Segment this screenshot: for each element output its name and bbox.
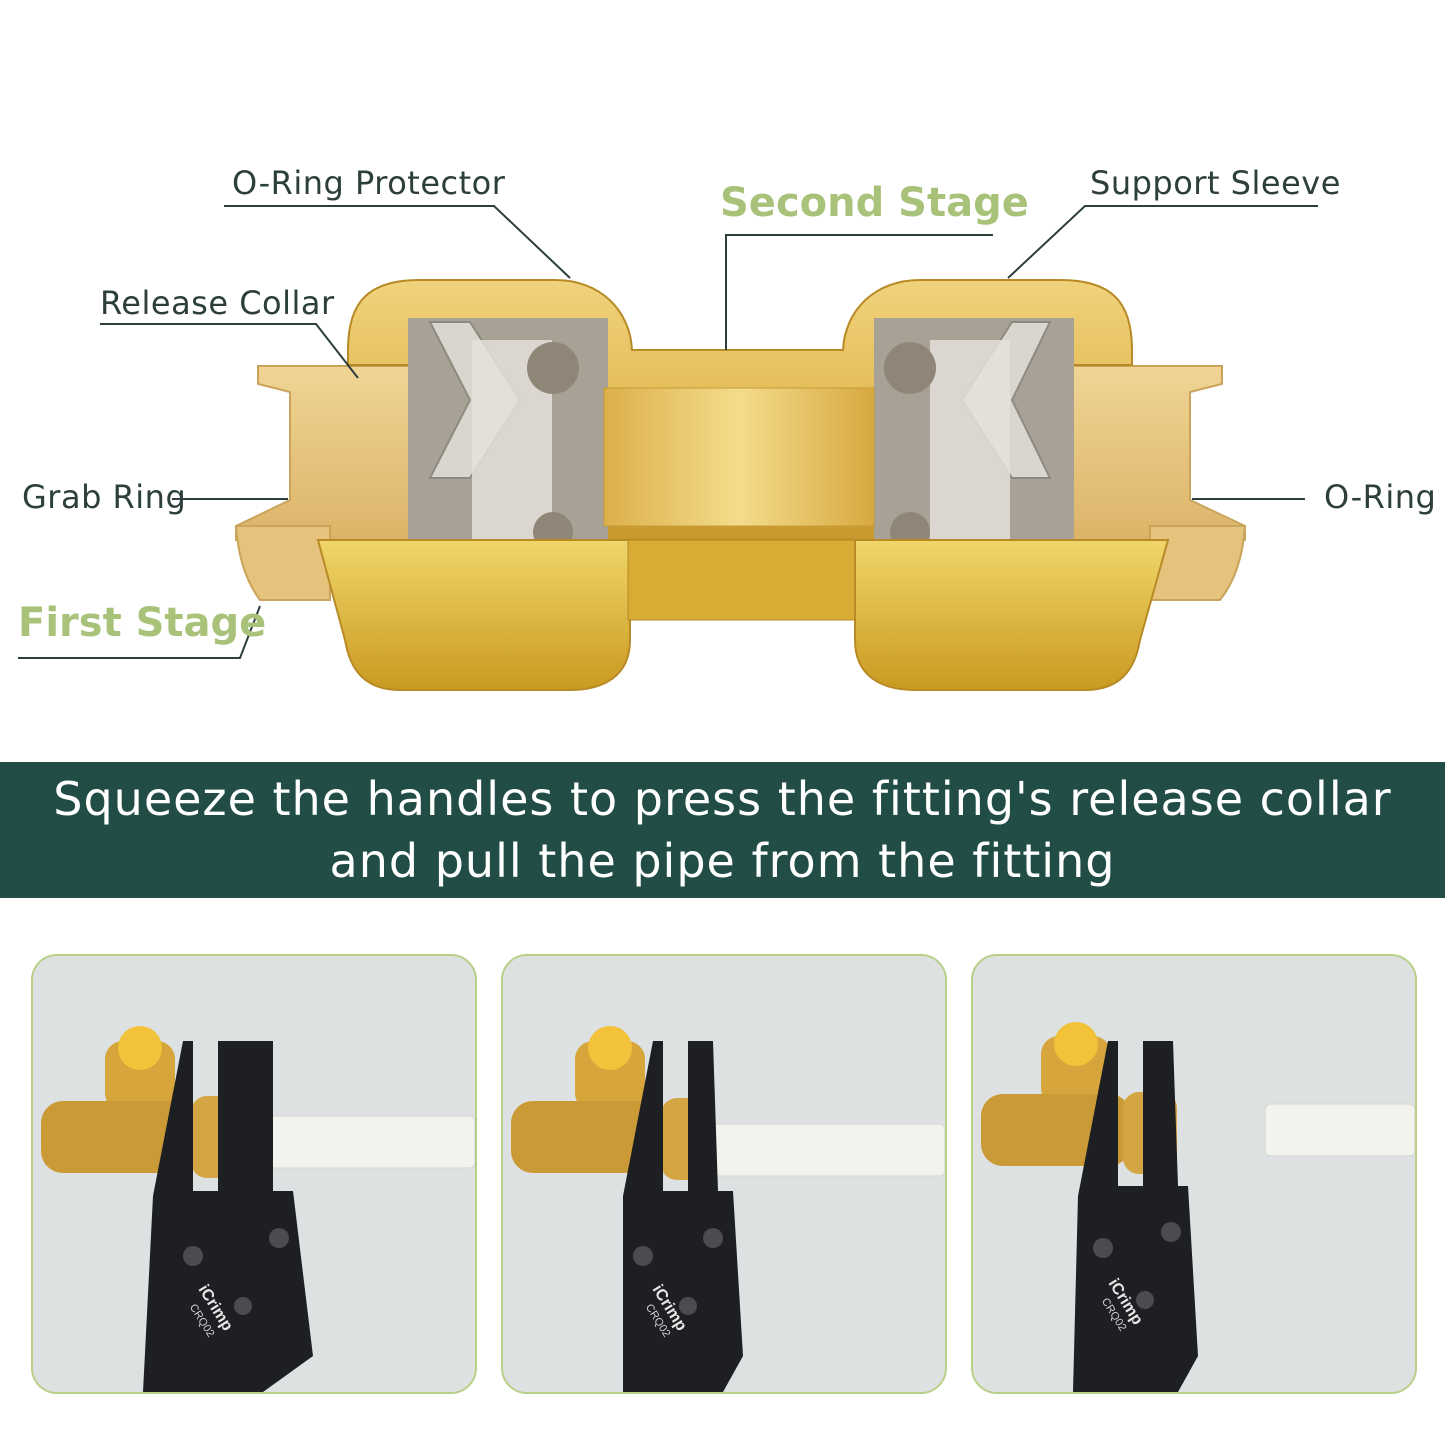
label-first-stage: First Stage: [18, 600, 267, 646]
right-support-ring: [930, 340, 1010, 540]
instruction-line-2: and pull the pipe from the fitting: [329, 834, 1116, 888]
right-pipe-lower: [1149, 525, 1247, 601]
tee-fitting-body: [511, 1101, 661, 1173]
central-tube: [603, 387, 875, 527]
step-3-illustration: [973, 956, 1415, 1392]
left-oring-top: [527, 342, 579, 394]
label-release-collar: Release Collar: [100, 284, 335, 322]
instruction-line-1: Squeeze the handles to press the fitting…: [53, 772, 1392, 826]
pex-pipe: [1264, 1103, 1415, 1157]
fitting-body-bottom-left: [316, 539, 631, 691]
leader-support-sleeve: [1007, 205, 1318, 279]
step-2-illustration: [503, 956, 945, 1392]
crimp-tool: [623, 1041, 743, 1392]
label-support-sleeve: Support Sleeve: [1090, 164, 1341, 202]
step-photo-3: iCrimp CRQ02: [971, 954, 1417, 1394]
label-second-stage: Second Stage: [720, 180, 1029, 226]
leader-oring-protector: [224, 205, 571, 279]
crimp-tool: [143, 1041, 313, 1392]
instruction-banner: Squeeze the handles to press the fitting…: [0, 762, 1445, 898]
leader-first-stage: [18, 605, 261, 659]
pex-pipe: [702, 1123, 945, 1177]
step-1-illustration: [33, 956, 475, 1392]
tee-fitting-body: [41, 1101, 191, 1173]
leader-release-collar: [100, 323, 359, 379]
label-grab-ring: Grab Ring: [22, 478, 187, 516]
step-photo-2: iCrimp CRQ02: [501, 954, 947, 1394]
left-pipe-lower: [234, 525, 331, 601]
label-oring: O-Ring: [1324, 478, 1437, 516]
fitting-body-bottom-mid: [627, 539, 861, 621]
label-oring-protector: O-Ring Protector: [232, 164, 506, 202]
leader-second-stage: [725, 234, 993, 350]
fitting-body-bottom-right: [854, 539, 1170, 691]
crimp-tool: [1073, 1041, 1198, 1392]
fitting-cross-section-diagram: [18, 205, 1318, 691]
step-photo-1: iCrimp CRQ02: [31, 954, 477, 1394]
right-oring-top: [884, 342, 936, 394]
